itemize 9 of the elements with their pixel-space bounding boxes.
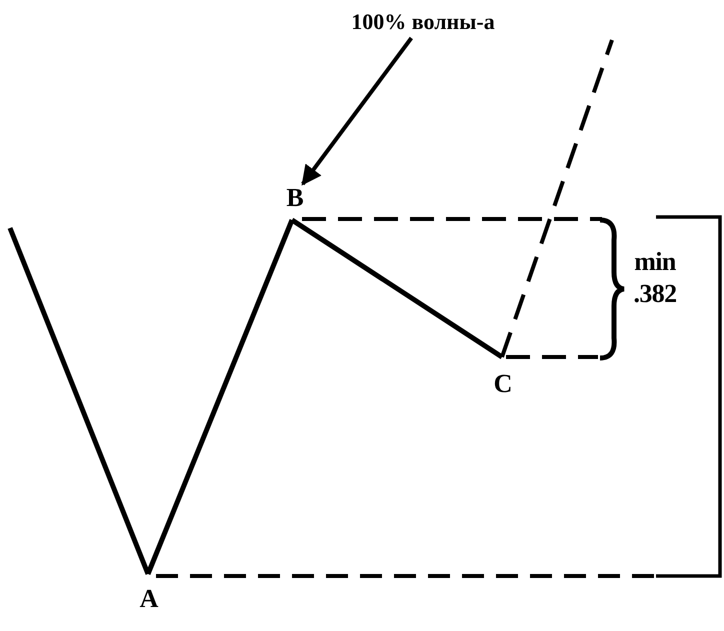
arrow	[301, 36, 413, 186]
point-label: A	[136, 584, 162, 614]
annotation-text: 100% волны-а	[318, 6, 528, 38]
point-label: B	[282, 184, 308, 212]
point-label: C	[490, 369, 516, 399]
wave-line	[290, 218, 504, 360]
wave-line	[8, 227, 150, 575]
wave-line	[146, 219, 294, 575]
ratio-label: min .382	[632, 246, 678, 310]
